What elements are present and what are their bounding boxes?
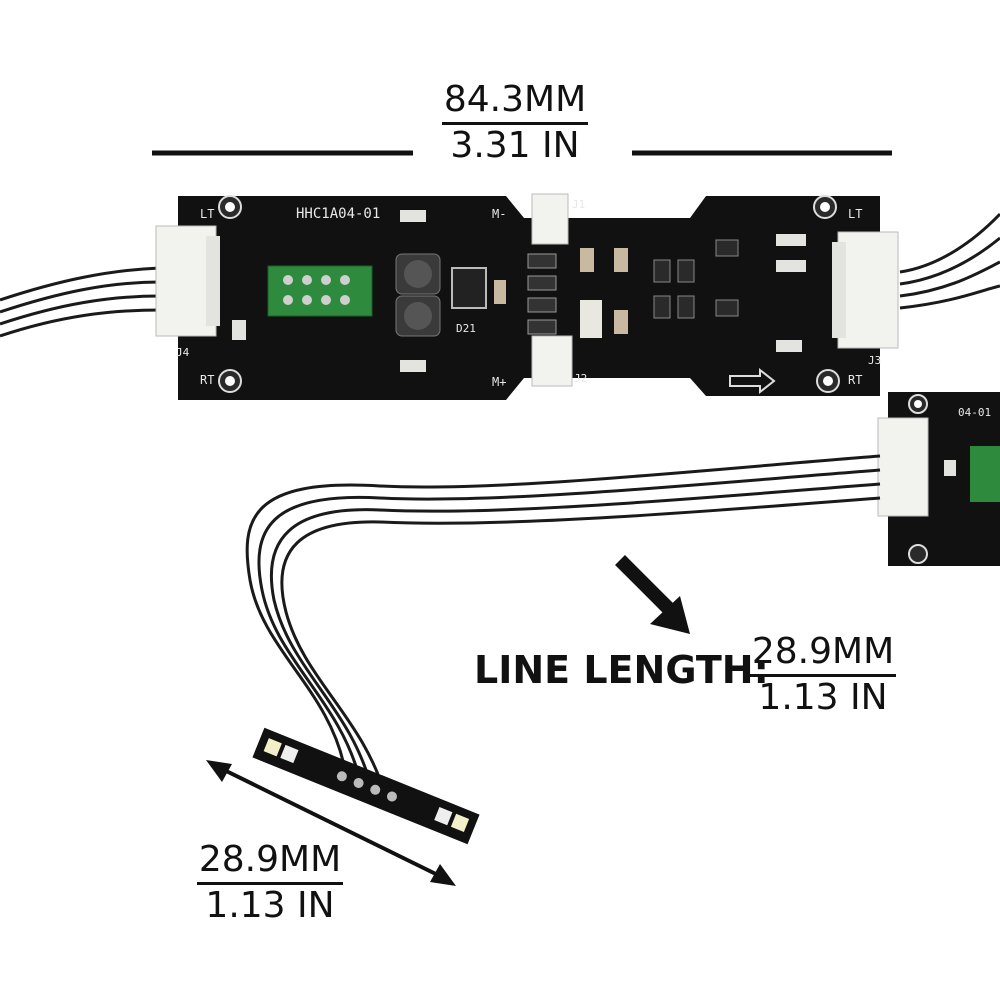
pointer-arrow (615, 555, 690, 634)
svg-text:RT: RT (848, 373, 862, 387)
svg-text:M-: M- (492, 207, 506, 221)
light-bar-inch: 1.13 IN (205, 885, 335, 926)
svg-text:04-01: 04-01 (958, 406, 991, 419)
svg-text:J4: J4 (176, 346, 190, 359)
wire-bundle-right (899, 212, 1000, 310)
main-board-mm: 84.3MM (441, 80, 589, 125)
wire-bundle-light-bar (245, 454, 881, 799)
svg-text:J3: J3 (868, 354, 881, 367)
board-id-label: HHC1A04-01 (296, 206, 380, 222)
wire-bundle-left (0, 266, 161, 338)
main-board-inch: 3.31 IN (450, 125, 580, 166)
line-length-dimension: 28.9MM 1.13 IN (748, 632, 898, 719)
svg-text:J2: J2 (574, 372, 587, 385)
main-pcb: HHC1A04-01 M- M+ J1 J2 D21 550 LT RT LT … (155, 193, 899, 400)
secondary-pcb: 04-01 (877, 392, 1000, 566)
light-bar (252, 727, 480, 845)
svg-text:RT: RT (200, 373, 214, 387)
light-bar-dimension: 28.9MM 1.13 IN (190, 840, 350, 927)
main-board-dimension: 84.3MM 3.31 IN (430, 80, 600, 167)
line-length-inch: 1.13 IN (758, 677, 888, 718)
light-bar-dimension-arrow (206, 760, 456, 886)
light-bar-mm: 28.9MM (196, 840, 344, 885)
svg-text:LT: LT (848, 207, 862, 221)
line-length-label: LINE LENGTH: (474, 648, 769, 692)
svg-text:D21: D21 (456, 322, 476, 335)
line-length-mm: 28.9MM (749, 632, 897, 677)
svg-text:J1: J1 (572, 198, 585, 211)
svg-text:550: 550 (584, 318, 602, 329)
svg-text:M+: M+ (492, 375, 506, 389)
svg-text:LT: LT (200, 207, 214, 221)
